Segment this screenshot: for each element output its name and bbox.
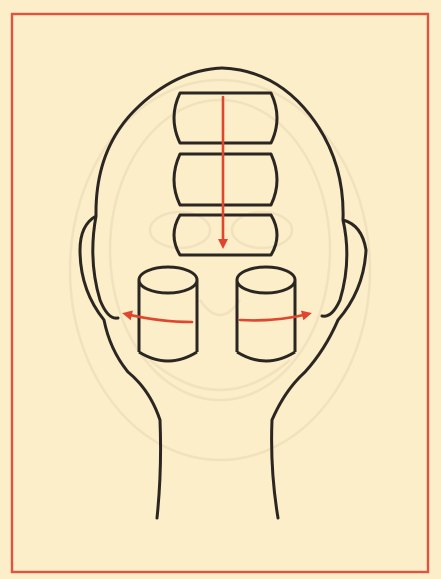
paper-background: [0, 0, 441, 579]
diagram-canvas: [0, 0, 441, 579]
roller-placement-diagram: [0, 0, 441, 579]
